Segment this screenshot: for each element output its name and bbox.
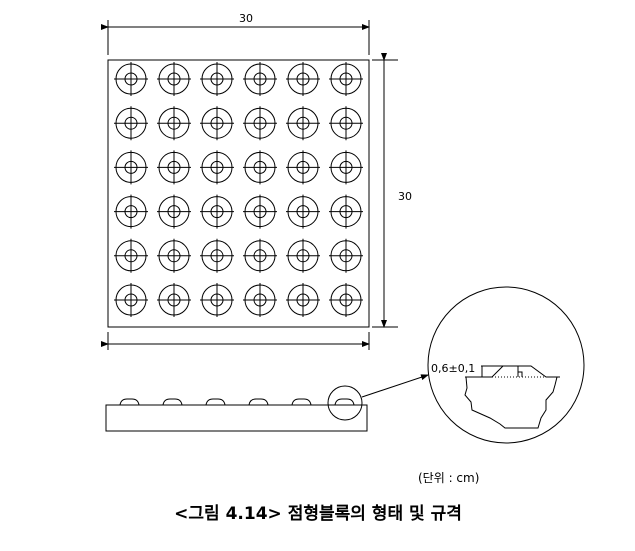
tactile-dot	[157, 62, 191, 96]
tactile-dot	[114, 150, 148, 185]
tactile-dot	[243, 150, 277, 185]
tactile-dot	[157, 150, 191, 185]
height-tolerance-label: 0,6±0,1	[431, 362, 475, 375]
tactile-dot	[286, 283, 320, 317]
side-bump	[248, 398, 269, 406]
side-bump	[205, 398, 226, 406]
tactile-dot	[286, 62, 320, 96]
tactile-dot	[200, 150, 234, 185]
tactile-dot	[329, 150, 363, 185]
tactile-dot	[243, 283, 277, 317]
side-bumps	[119, 398, 355, 406]
tactile-dot	[286, 194, 320, 229]
leader-arrow	[361, 374, 429, 398]
tactile-dot	[114, 194, 148, 229]
tactile-dot	[114, 106, 148, 141]
tactile-dot	[286, 106, 320, 141]
tactile-dot	[286, 150, 320, 185]
tactile-dot	[329, 106, 363, 141]
detail-callout-circle	[327, 385, 363, 421]
tactile-dot	[329, 194, 363, 229]
dot-grid	[114, 62, 363, 317]
side-bump	[291, 398, 312, 406]
right-dimension-label: 30	[398, 190, 412, 203]
tactile-dot	[114, 62, 148, 96]
detail-magnified-circle	[427, 286, 585, 444]
tactile-dot	[157, 106, 191, 141]
right-dimension	[372, 53, 398, 328]
tactile-dot	[200, 238, 234, 273]
side-bump	[162, 398, 183, 406]
tactile-dot	[329, 62, 363, 96]
figure-caption: <그림 4.14> 점형블록의 형태 및 규격	[174, 503, 462, 524]
tactile-dot	[114, 283, 148, 317]
bottom-dimension	[101, 332, 370, 350]
tactile-dot	[200, 62, 234, 96]
tactile-dot	[157, 194, 191, 229]
block-side-view	[105, 404, 368, 432]
tactile-dot	[200, 283, 234, 317]
side-bump	[334, 398, 355, 406]
side-bump	[119, 398, 140, 406]
tactile-dot	[243, 238, 277, 273]
block-plan-view	[107, 59, 370, 328]
tactile-dot	[329, 283, 363, 317]
tactile-dot	[114, 238, 148, 273]
tactile-dot	[243, 106, 277, 141]
tactile-dot	[243, 194, 277, 229]
tactile-dot	[200, 194, 234, 229]
tactile-dot	[286, 238, 320, 273]
tactile-dot	[200, 106, 234, 141]
top-dimension-label: 30	[239, 12, 253, 25]
tactile-dot	[157, 238, 191, 273]
unit-note: (단위 : cm)	[418, 471, 479, 485]
tactile-dot	[157, 283, 191, 317]
detail-profile	[464, 365, 560, 429]
top-dimension	[101, 20, 370, 55]
tactile-dot	[329, 238, 363, 273]
tactile-dot	[243, 62, 277, 96]
